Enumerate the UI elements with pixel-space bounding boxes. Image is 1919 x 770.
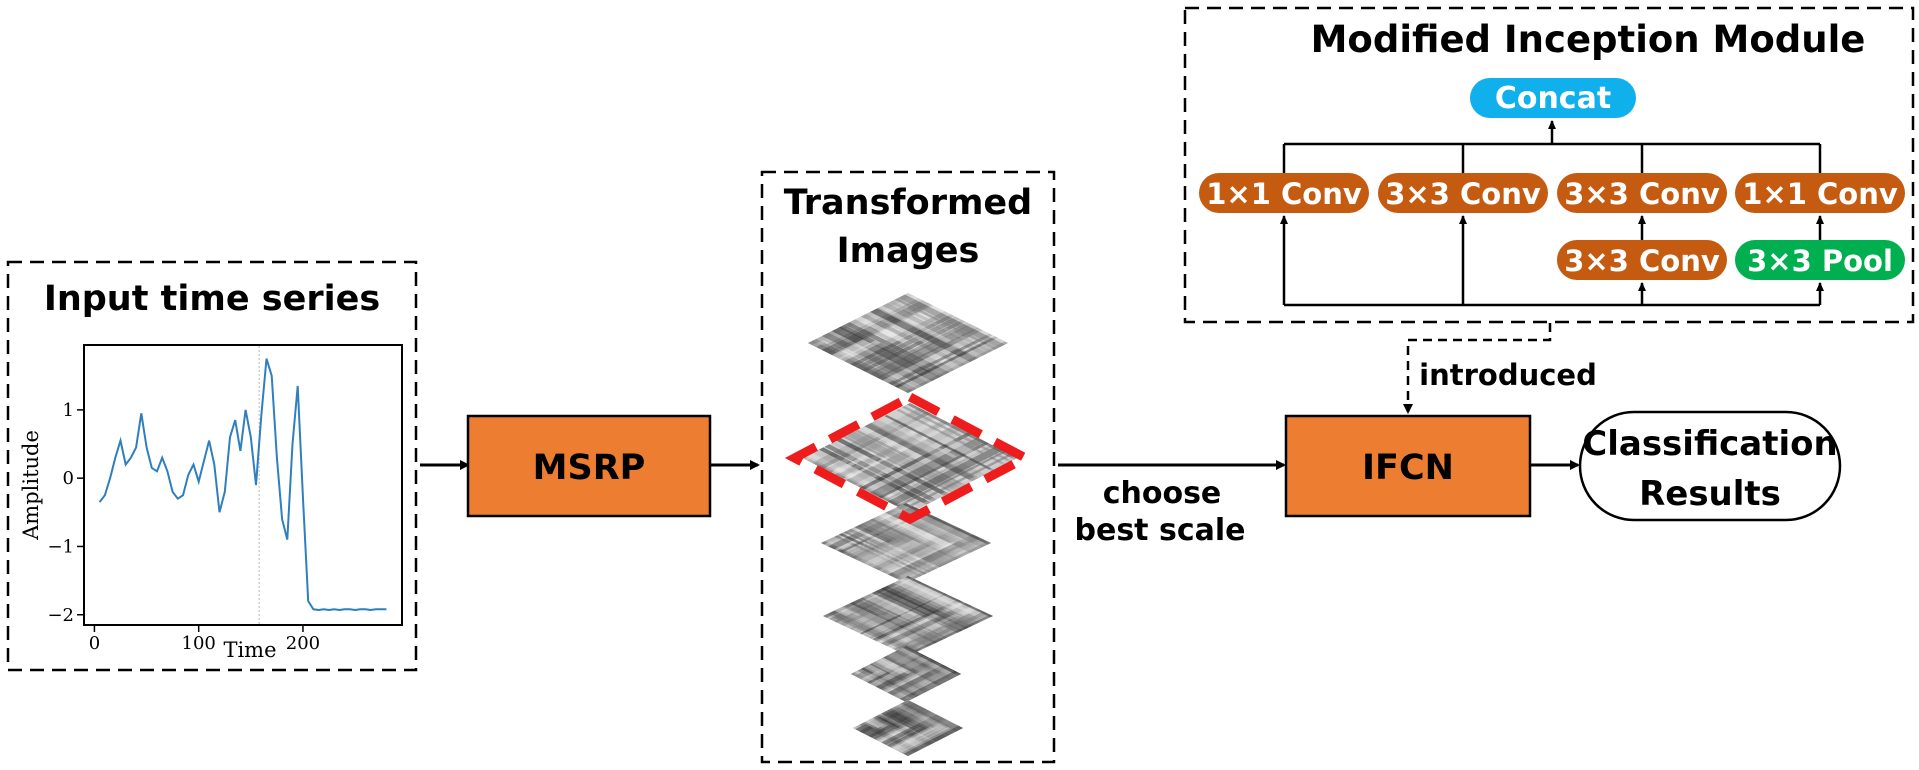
- results-box: [1578, 410, 1842, 522]
- conv-3x3-a-label: 3×3 Conv: [1385, 177, 1541, 211]
- input-panel-title: Input time series: [44, 279, 380, 319]
- conv-3x3-a-pill: [1378, 173, 1548, 213]
- y-tick-label: −2: [47, 605, 74, 626]
- conv-3x3-b: 3×3 Conv: [1557, 173, 1727, 213]
- msrp-box: MSRP: [466, 414, 712, 518]
- input-panel: Input time series 0 100 200 −2 −1 0 1 Time Am…: [6, 260, 418, 672]
- conv-3x3-bottom: 3×3 Conv: [1557, 240, 1727, 280]
- pool-3x3-label: 3×3 Pool: [1747, 244, 1893, 278]
- conv-1x1-a-label: 1×1 Conv: [1206, 177, 1362, 211]
- results-label-line-2: Results: [1639, 474, 1781, 514]
- transformed-panel-border: [760, 170, 1056, 764]
- conv-3x3-bottom-label: 3×3 Conv: [1564, 244, 1720, 278]
- conv-1x1-b: 1×1 Conv: [1735, 173, 1905, 213]
- y-tick-label: 0: [63, 468, 74, 489]
- ifcn-label: IFCN: [1362, 448, 1454, 488]
- conv-1x1-b-pill: [1735, 173, 1905, 213]
- conv-1x1-a-pill: [1199, 173, 1369, 213]
- classification-results: Classification Results: [1578, 410, 1842, 522]
- x-axis-label: Time: [223, 638, 276, 662]
- y-tick-label: 1: [63, 400, 74, 421]
- conv-3x3-b-label: 3×3 Conv: [1564, 177, 1720, 211]
- y-axis-label: Amplitude: [19, 430, 43, 541]
- conv-3x3-b-pill: [1557, 173, 1727, 213]
- concat-pill: [1470, 78, 1636, 118]
- x-tick-label: 200: [286, 633, 320, 654]
- ifcn-box: IFCN: [1284, 414, 1532, 518]
- recurrence-plot-image: [853, 700, 963, 756]
- pool-3x3: 3×3 Pool: [1735, 240, 1905, 280]
- transformed-title-line-2: Images: [837, 231, 980, 271]
- concat-label: Concat: [1495, 81, 1611, 116]
- concat-node: Concat: [1470, 78, 1636, 118]
- inception-module: Modified Inception Module Concat 1×1 Con…: [1183, 6, 1915, 324]
- conv-3x3-bottom-pill: [1557, 240, 1727, 280]
- conv-1x1-a: 1×1 Conv: [1199, 173, 1369, 213]
- conv-1x1-b-label: 1×1 Conv: [1742, 177, 1898, 211]
- arrow-inception-to-ifcn: [1403, 323, 1552, 414]
- recurrence-plot-image: [821, 503, 991, 583]
- choose-label-line-2: best scale: [1075, 513, 1246, 548]
- msrp-label: MSRP: [533, 448, 646, 488]
- input-panel-border: [6, 260, 418, 672]
- introduced-label: introduced: [1419, 358, 1597, 392]
- transformed-title-line-1: Transformed: [784, 183, 1032, 223]
- best-scale-highlight: [784, 391, 1036, 525]
- results-label-line-1: Classification: [1582, 424, 1837, 464]
- inception-title: Modified Inception Module: [1311, 18, 1866, 61]
- y-tick-label: −1: [47, 536, 74, 557]
- choose-label-line-1: choose: [1103, 476, 1222, 511]
- recurrence-plot-image: [808, 293, 1008, 393]
- conv-3x3-a: 3×3 Conv: [1378, 173, 1548, 213]
- x-tick-label: 0: [89, 633, 100, 654]
- inception-connectors: [1282, 142, 1822, 307]
- inception-panel-border: [1183, 6, 1915, 324]
- x-tick-label: 100: [182, 633, 216, 654]
- time-series-plot: 0 100 200 −2 −1 0 1 Time Amplitude: [19, 344, 403, 662]
- msrp-box-rect: [466, 414, 712, 518]
- series-line: [98, 358, 387, 612]
- ifcn-box-rect: [1284, 414, 1532, 518]
- pool-3x3-pill: [1735, 240, 1905, 280]
- plot-frame: [83, 344, 403, 626]
- recurrence-plot-image: [823, 576, 993, 656]
